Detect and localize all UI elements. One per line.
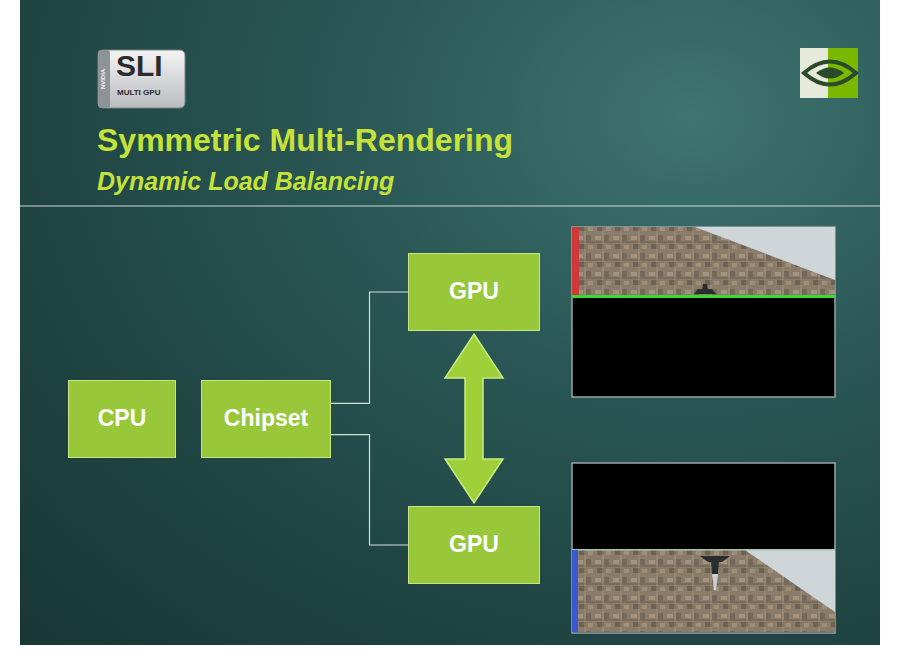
process-box: GPU [408, 506, 540, 584]
gpu-marker-bar [572, 550, 578, 632]
brand-eye [816, 68, 844, 79]
node-label: GPU [449, 278, 499, 306]
logo-brand: NVIDIA [100, 69, 106, 89]
slide-title: Symmetric Multi-Rendering [97, 122, 513, 159]
terrain-image [572, 550, 835, 632]
terrain-image [572, 227, 835, 296]
node-label: GPU [449, 531, 499, 559]
process-box: GPU [408, 253, 540, 331]
split-line [572, 549, 835, 551]
bus-line [331, 435, 408, 545]
split-line [572, 295, 835, 298]
bus-line [331, 292, 408, 403]
frame-screenshot [572, 463, 835, 633]
slide-subtitle: Dynamic Load Balancing [97, 169, 394, 194]
gpu-marker-bar [572, 227, 579, 295]
node-label: CPU [98, 405, 147, 433]
process-box: Chipset [201, 380, 331, 458]
brand-logo [800, 48, 858, 98]
logo-text: SLI [116, 51, 163, 81]
logo-subtext: MULTI GPU [117, 89, 160, 97]
logo-strip [98, 50, 110, 108]
title-rule [20, 206, 880, 207]
process-box: CPU [68, 380, 176, 458]
jet-figure [700, 556, 730, 574]
double-arrow [445, 334, 503, 503]
frame-screenshot [572, 227, 835, 397]
node-label: Chipset [224, 405, 308, 433]
logo-badge [98, 50, 185, 108]
jet-trail [712, 574, 718, 590]
sky-image [695, 227, 835, 280]
sky-image [745, 550, 835, 612]
brand-eye [804, 62, 856, 85]
jet-figure [694, 284, 716, 294]
